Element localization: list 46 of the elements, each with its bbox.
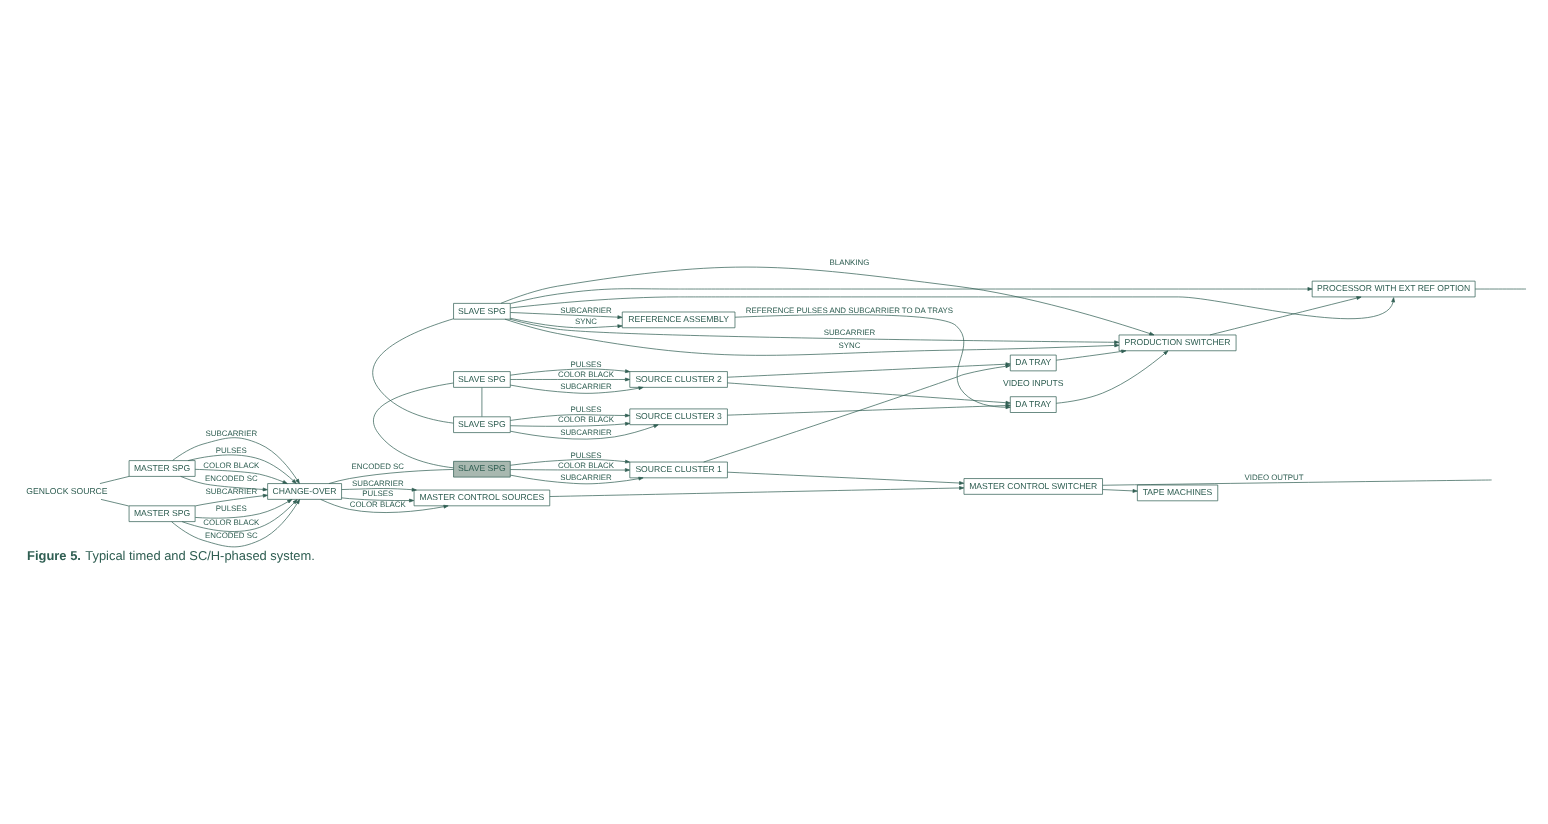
arrow [194,492,268,506]
arrow [172,436,300,483]
connector [373,381,454,468]
arrow [181,498,298,531]
arrow [1055,349,1169,403]
arrow [509,383,644,393]
arrow [341,496,415,502]
arrow [510,458,631,465]
arrow [727,361,1011,377]
connector [1474,287,1527,289]
arrow [510,295,1395,318]
arrow [180,475,268,491]
arrow [510,286,1313,303]
arrow [194,498,293,518]
arrow [509,317,1120,344]
arrow [1055,348,1127,360]
arrow [727,470,965,484]
arrow [727,402,1011,415]
arrow [504,317,1120,355]
arrow [510,316,623,328]
connector [100,498,130,506]
arrow [320,498,449,512]
arrow [549,485,965,496]
arrow [1102,488,1138,492]
connector [328,468,454,483]
arrow [500,265,1155,335]
arrow [510,311,623,319]
connector [1102,478,1492,485]
arrow [727,381,1011,404]
arrow [510,467,630,471]
arrow [510,376,631,381]
arrow [510,423,659,439]
connector [99,475,130,483]
arrow [703,363,1011,462]
arrow [1209,295,1362,335]
arrow [341,486,417,491]
arrow [510,420,631,426]
arrow [734,313,1011,409]
arrow [510,412,631,420]
connector [372,317,454,423]
connector [481,386,483,416]
arrow [510,367,631,375]
arrow [194,467,288,483]
arrow [509,473,644,484]
arrow [187,453,297,483]
arrow [171,498,300,547]
